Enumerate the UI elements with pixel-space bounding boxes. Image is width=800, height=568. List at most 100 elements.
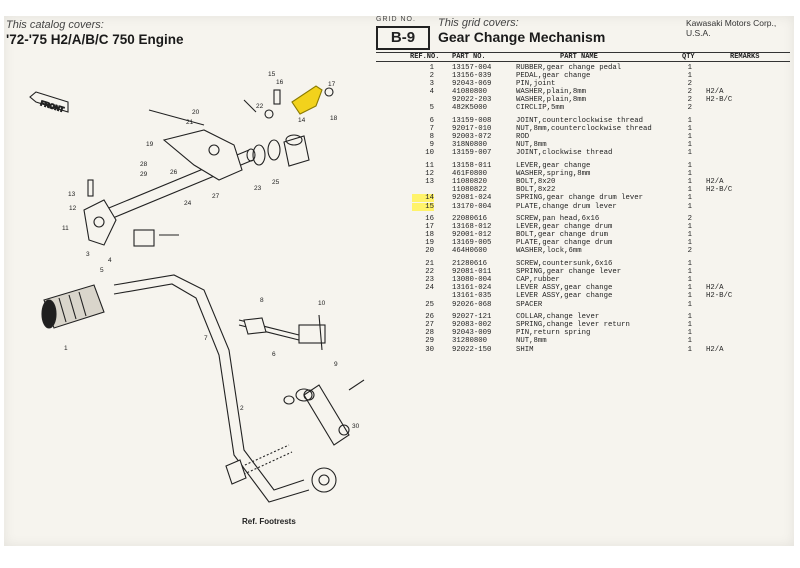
qty-cell: 1	[687, 125, 692, 134]
part-no-cell: 31280800	[452, 337, 488, 346]
callout-4: 4	[108, 257, 112, 264]
qty-cell: 1	[687, 292, 692, 301]
part-name-cell: ROD	[516, 133, 530, 142]
rubber-cap-part	[283, 134, 310, 167]
ref-cell: 3	[429, 80, 434, 89]
qty-cell: 1	[687, 345, 692, 354]
qty-cell: 1	[687, 337, 692, 346]
qty-cell: 1	[687, 239, 692, 248]
part-name-cell: LEVER,gear change drum	[516, 223, 613, 232]
ref-cell: 14	[412, 194, 434, 203]
grid-no-label: GRID NO.	[376, 16, 416, 23]
plate-highlight	[291, 85, 323, 115]
col-header-remarks: REMARKS	[730, 53, 760, 61]
qty-cell: 2	[687, 80, 692, 89]
remarks-cell: H2/A	[706, 345, 724, 354]
callout-2: 2	[240, 405, 244, 412]
qty-cell: 1	[687, 268, 692, 277]
col-header-qty: QTY	[682, 53, 695, 61]
ref-cell: 11	[425, 162, 434, 171]
part-name-cell: WASHER,plain,8mm	[516, 88, 587, 97]
callout-23: 23	[254, 185, 262, 192]
qty-cell: 1	[687, 276, 692, 285]
callout-30: 30	[352, 423, 360, 430]
part-name-cell: NUT,8mm,counterclockwise thread	[516, 125, 652, 134]
catalog-covers-label: This catalog covers:	[6, 19, 104, 31]
lower-lever-part	[283, 379, 365, 446]
rod-assembly	[238, 314, 326, 351]
grid-title: Gear Change Mechanism	[438, 29, 606, 45]
qty-cell: 1	[687, 202, 692, 211]
part-name-cell: RUBBER,gear change pedal	[516, 64, 622, 72]
callout-6: 6	[272, 351, 276, 358]
part-name-cell: NUT,8mm	[516, 141, 547, 150]
qty-cell: 1	[687, 260, 692, 269]
col-header-part: PART NO.	[452, 53, 486, 61]
ref-cell: 29	[425, 337, 434, 346]
remarks-cell: H2/A	[706, 284, 724, 293]
ref-cell: 25	[425, 300, 434, 309]
part-no-cell: 92022-203	[452, 96, 492, 105]
qty-cell: 1	[687, 117, 692, 126]
ref-cell: 21	[425, 260, 434, 269]
qty-cell: 1	[687, 321, 692, 330]
part-name-cell: SPRING,change lever return	[516, 321, 630, 330]
qty-cell: 1	[687, 178, 692, 187]
part-no-cell: 482K5000	[452, 104, 488, 113]
part-no-cell: 464H0600	[452, 247, 488, 256]
part-name-cell: PIN,return spring	[516, 329, 591, 338]
callout-10: 10	[318, 300, 326, 307]
qty-cell: 2	[687, 88, 692, 97]
part-no-cell: 13169-005	[452, 239, 492, 248]
part-name-cell: WASHER,spring,8mm	[516, 170, 591, 179]
remarks-cell: H2-B/C	[706, 96, 733, 105]
ref-cell: 1	[429, 64, 434, 72]
part-name-cell: WASHER,lock,6mm	[516, 247, 582, 256]
ref-cell: 9	[429, 141, 434, 150]
remarks-cell: H2/A	[706, 178, 724, 187]
ref-cell: 16	[425, 215, 434, 224]
qty-cell: 1	[687, 329, 692, 338]
table-header-rule	[376, 61, 790, 62]
col-header-ref: REF.NO.	[410, 53, 440, 61]
part-name-cell: NUT,8mm	[516, 337, 547, 346]
part-no-cell: 92081-024	[452, 194, 492, 203]
grid-number-box: B-9	[376, 26, 430, 50]
part-no-cell: 92026-068	[452, 300, 492, 309]
ref-cell: 7	[429, 125, 434, 134]
remarks-cell: H2/A	[706, 88, 724, 97]
ref-cell: 5	[429, 104, 434, 113]
ref-cell: 19	[425, 239, 434, 248]
ref-cell: 22	[425, 268, 434, 277]
col-header-name: PART NAME	[560, 53, 598, 61]
part-name-cell: LEVER ASSY,gear change	[516, 284, 613, 293]
callout-21: 21	[186, 119, 194, 126]
part-name-cell: CAP,rubber	[516, 276, 560, 285]
qty-cell: 1	[687, 149, 692, 158]
part-no-cell: 13158-011	[452, 162, 492, 171]
qty-cell: 2	[687, 247, 692, 256]
grid-covers-label: This grid covers:	[438, 17, 519, 29]
footrests-label: Ref. Footrests	[242, 517, 296, 526]
callout-labels: 1 2 3 4 5 6 7 8 9 10 11 12 13 14 15 16 1…	[62, 71, 360, 430]
callout-15: 15	[268, 71, 276, 78]
joint-part	[133, 229, 155, 247]
callout-11: 11	[62, 225, 69, 232]
